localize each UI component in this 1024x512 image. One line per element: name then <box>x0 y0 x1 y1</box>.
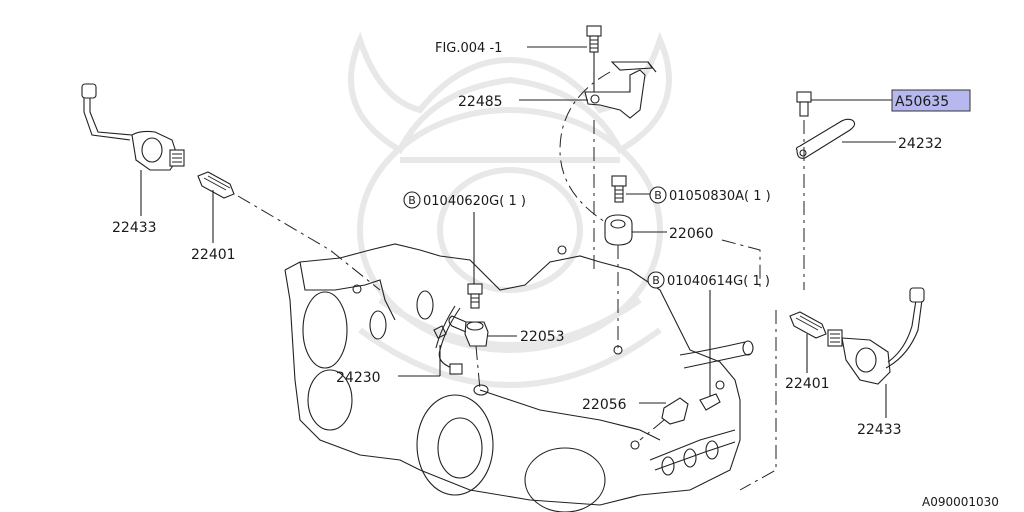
label-22060[interactable]: 22060 <box>669 226 714 242</box>
bolt-fig004 <box>586 25 602 53</box>
bolt-01040620 <box>467 283 483 309</box>
bolt-01050830 <box>611 175 627 203</box>
bolt-a50635 <box>796 91 812 117</box>
watermark <box>348 31 672 388</box>
axis-22401-left <box>237 195 381 291</box>
label-22053[interactable]: 22053 <box>520 329 565 345</box>
engine-block <box>284 243 754 512</box>
label-22433-right[interactable]: 22433 <box>857 422 902 438</box>
drawing-code: A090001030 <box>922 495 999 509</box>
marker-b-01040614: B <box>647 271 665 289</box>
axis-22053 <box>475 345 481 391</box>
axis-22056 <box>639 419 665 441</box>
svg-text:B: B <box>652 274 660 287</box>
knock-sensor-22060 <box>604 214 633 246</box>
label-22433-left[interactable]: 22433 <box>112 220 157 236</box>
marker-b-01050830: B <box>649 186 667 204</box>
label-22056[interactable]: 22056 <box>582 397 627 413</box>
label-22401-right[interactable]: 22401 <box>785 376 830 392</box>
bracket-24232 <box>795 118 856 159</box>
label-01040620[interactable]: 01040620G( 1 ) <box>423 194 526 209</box>
axis-22401-right <box>739 310 777 491</box>
sensor-22056 <box>661 393 721 425</box>
svg-text:B: B <box>654 189 662 202</box>
wire-22060 <box>559 71 611 226</box>
label-24230[interactable]: 24230 <box>336 370 381 386</box>
label-24232[interactable]: 24232 <box>898 136 943 152</box>
sensor-22433-right <box>827 287 925 385</box>
highlight-a50635[interactable] <box>891 89 971 112</box>
marker-b-01040620: B <box>403 191 421 209</box>
label-fig-ref[interactable]: FIG.004 -1 <box>435 41 502 56</box>
sensor-22401-right <box>789 311 827 339</box>
sensor-22053 <box>448 315 489 347</box>
svg-text:B: B <box>408 194 416 207</box>
label-01040614[interactable]: 01040614G( 1 ) <box>667 274 770 289</box>
sensor-22401-left <box>197 171 235 199</box>
washer-22053 <box>473 384 489 396</box>
label-a50635[interactable]: A50635 <box>895 94 949 110</box>
label-22401-left[interactable]: 22401 <box>191 247 236 263</box>
axis-22060-right <box>721 239 761 290</box>
label-01050830[interactable]: 01050830A( 1 ) <box>669 189 771 204</box>
bracket-22485 <box>584 61 657 119</box>
label-22485[interactable]: 22485 <box>458 94 503 110</box>
sensor-22433-left <box>81 83 185 171</box>
